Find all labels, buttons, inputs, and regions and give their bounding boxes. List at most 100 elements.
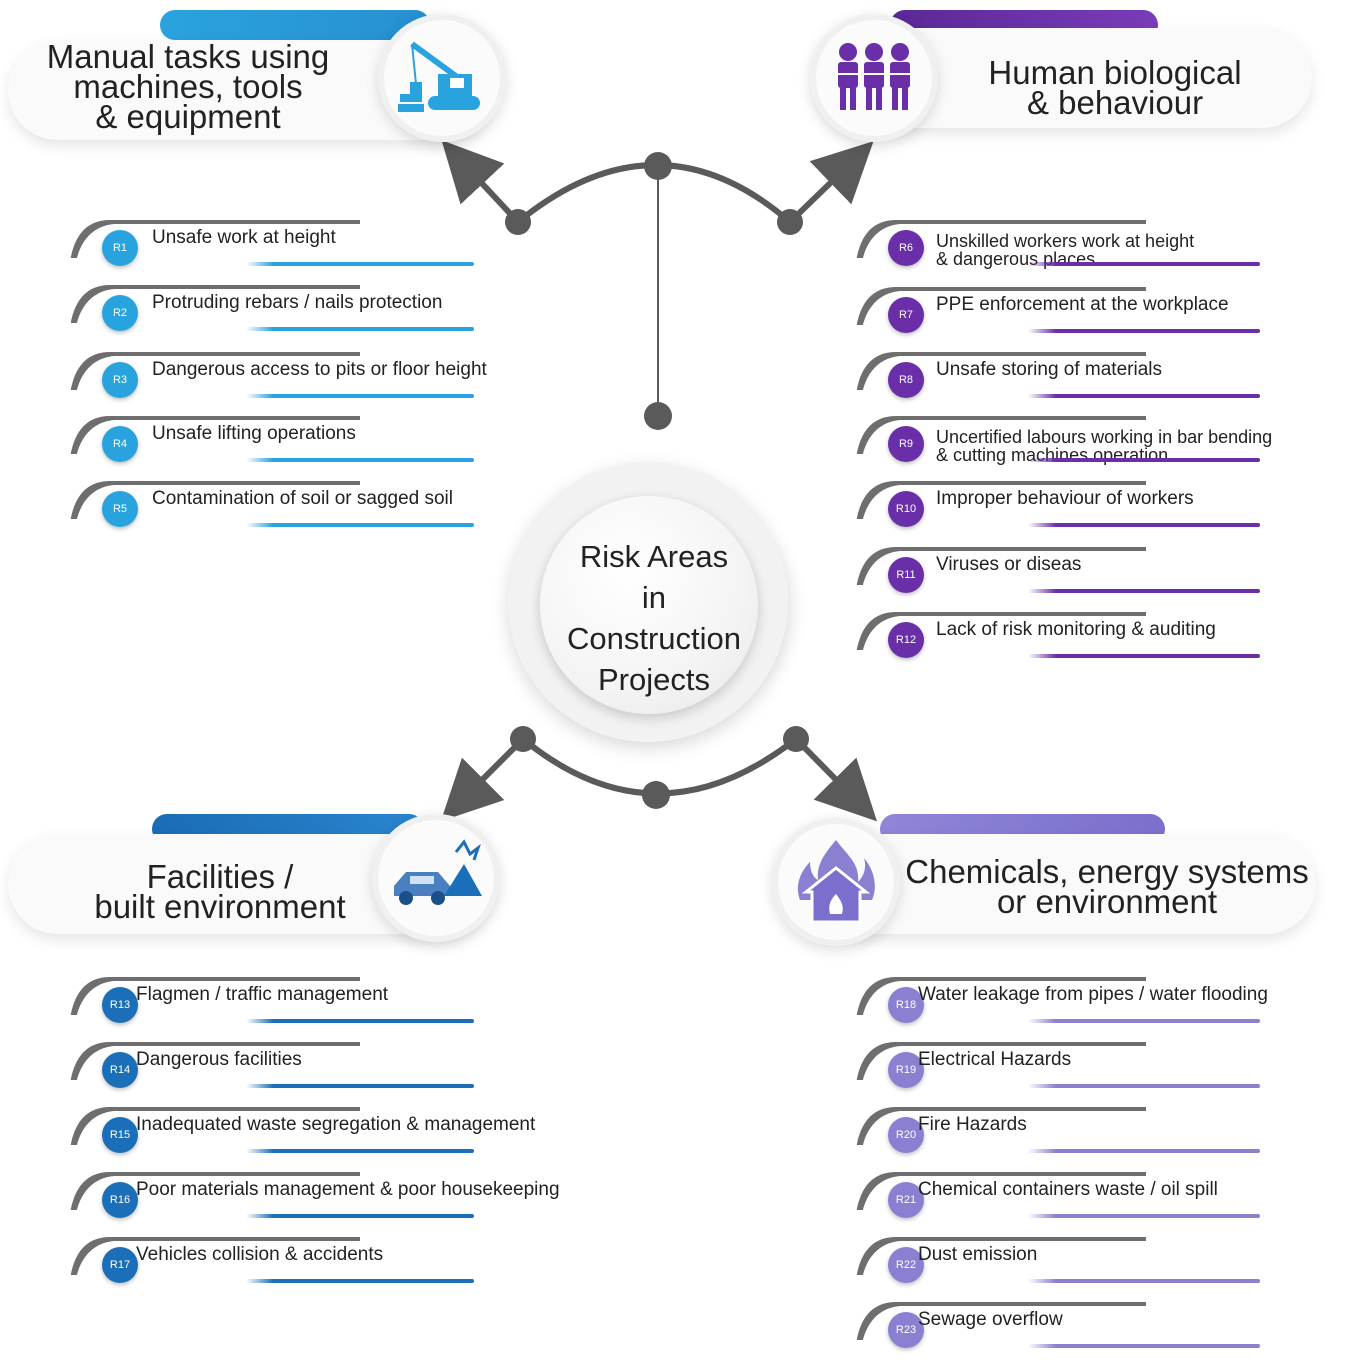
risk-code-badge: R21 bbox=[888, 1182, 924, 1218]
risk-item-label-line: Fire Hazards bbox=[918, 1114, 1027, 1135]
risk-code-badge: R23 bbox=[888, 1312, 924, 1348]
risk-item-underline bbox=[1028, 1084, 1260, 1088]
risk-item-label-line: Poor materials management & poor houseke… bbox=[136, 1179, 560, 1200]
car-crash-icon bbox=[394, 839, 482, 905]
risk-item-label: Electrical Hazards bbox=[918, 1050, 1071, 1069]
risk-item-label: Dust emission bbox=[918, 1245, 1037, 1264]
risk-item-label-line: Contamination of soil or sagged soil bbox=[152, 488, 454, 509]
risk-item-label: Unsafe lifting operations bbox=[152, 424, 356, 443]
risk-code-badge: R15 bbox=[102, 1117, 138, 1153]
risk-item-underline bbox=[246, 1149, 474, 1153]
crane-icon-circle bbox=[378, 14, 506, 142]
risk-code-badge: R3 bbox=[102, 362, 138, 398]
risk-item-tab bbox=[856, 416, 1146, 454]
risk-item-underline bbox=[1028, 262, 1260, 266]
risk-item-label-line: Lack of risk monitoring & auditing bbox=[936, 619, 1216, 640]
risk-item-label: Contamination of soil or sagged soil bbox=[152, 489, 453, 508]
risk-code-badge: R6 bbox=[888, 230, 924, 266]
connector-nodes bbox=[505, 152, 809, 809]
risk-item-underline bbox=[246, 1019, 474, 1023]
risk-item-underline bbox=[1028, 458, 1260, 462]
risk-item-label: Unsafe work at height bbox=[152, 228, 336, 247]
risk-item-tab bbox=[856, 1172, 1146, 1210]
risk-item-label: Fire Hazards bbox=[918, 1115, 1027, 1134]
risk-item-label: Improper behaviour of workers bbox=[936, 489, 1194, 508]
risk-item-tab bbox=[70, 416, 360, 454]
risk-item-label-line: Dangerous facilities bbox=[136, 1049, 302, 1070]
risk-item-underline bbox=[246, 262, 474, 266]
risk-item-label-line: Viruses or diseas bbox=[936, 554, 1082, 575]
risk-item-label: PPE enforcement at the workplace bbox=[936, 295, 1229, 314]
risk-code-badge: R2 bbox=[102, 295, 138, 331]
risk-item-underline bbox=[246, 327, 474, 331]
risk-item-tab bbox=[70, 1237, 360, 1275]
risk-item-tab bbox=[70, 1172, 360, 1210]
risk-item-underline bbox=[1028, 523, 1260, 527]
risk-item-underline bbox=[1028, 654, 1260, 658]
risk-item-label: Chemical containers waste / oil spill bbox=[918, 1180, 1218, 1199]
risk-item-label: Water leakage from pipes / water floodin… bbox=[918, 985, 1268, 1004]
category-bar-manual bbox=[160, 10, 430, 40]
risk-item-tab bbox=[856, 220, 1146, 258]
risk-code-badge: R17 bbox=[102, 1247, 138, 1283]
category-title-manual: Manual tasks using machines, tools & equ… bbox=[46, 38, 330, 135]
risk-item-label: Unsafe storing of materials bbox=[936, 360, 1162, 379]
risk-item-tab bbox=[856, 1107, 1146, 1145]
category-pill-chemicals bbox=[820, 834, 1316, 934]
house-fire-icon bbox=[797, 840, 875, 924]
risk-item-tab bbox=[70, 285, 360, 323]
crane-icon bbox=[398, 41, 480, 112]
risk-item-underline bbox=[1028, 329, 1260, 333]
risk-item-tab bbox=[70, 481, 360, 519]
risk-item-label: Poor materials management & poor houseke… bbox=[136, 1180, 560, 1199]
risk-item-label: Inadequated waste segregation & manageme… bbox=[136, 1115, 535, 1134]
category-title-human: Human biological & behaviour bbox=[988, 54, 1242, 121]
risk-item-label-line: Unskilled workers work at height bbox=[936, 231, 1195, 251]
risk-code-badge: R19 bbox=[888, 1052, 924, 1088]
risk-item-label-line: Uncertified labours working in bar bendi… bbox=[936, 427, 1273, 447]
risk-item-tab bbox=[856, 287, 1146, 325]
workers-icon bbox=[838, 43, 910, 110]
risk-code-badge: R14 bbox=[102, 1052, 138, 1088]
risk-item-underline bbox=[1028, 1019, 1260, 1023]
risk-item-label-line: PPE enforcement at the workplace bbox=[936, 294, 1229, 315]
risk-code-badge: R10 bbox=[888, 491, 924, 527]
risk-item-label: Lack of risk monitoring & auditing bbox=[936, 620, 1216, 639]
risk-item-tab bbox=[70, 352, 360, 390]
risk-item: R3 Dangerous access to pits or floor heig… bbox=[70, 350, 550, 410]
risk-item-label-line: Dangerous access to pits or floor height bbox=[152, 359, 487, 380]
risk-item-underline bbox=[1028, 394, 1260, 398]
risk-code-badge: R13 bbox=[102, 987, 138, 1023]
risk-item-label-line: Electrical Hazards bbox=[918, 1049, 1072, 1070]
category-title-chemicals: Chemicals, energy systems or environment bbox=[905, 853, 1309, 920]
risk-item-underline bbox=[246, 1084, 474, 1088]
center-title: Risk Areas in Construction Projects bbox=[566, 539, 742, 697]
risk-item-label: Sewage overflow bbox=[918, 1310, 1063, 1329]
risk-item-underline bbox=[246, 523, 474, 527]
risk-item-tab bbox=[70, 1107, 360, 1145]
risk-item-tab bbox=[856, 481, 1146, 519]
risk-item-label-line: Inadequated waste segregation & manageme… bbox=[136, 1114, 536, 1135]
risk-code-badge: R16 bbox=[102, 1182, 138, 1218]
risk-code-badge: R8 bbox=[888, 362, 924, 398]
risk-code-badge: R11 bbox=[888, 557, 924, 593]
risk-item-label: Viruses or diseas bbox=[936, 555, 1081, 574]
risk-code-badge: R12 bbox=[888, 622, 924, 658]
risk-item-tab bbox=[856, 977, 1146, 1015]
risk-item-underline bbox=[1028, 1279, 1260, 1283]
risk-item-tab bbox=[856, 1042, 1146, 1080]
